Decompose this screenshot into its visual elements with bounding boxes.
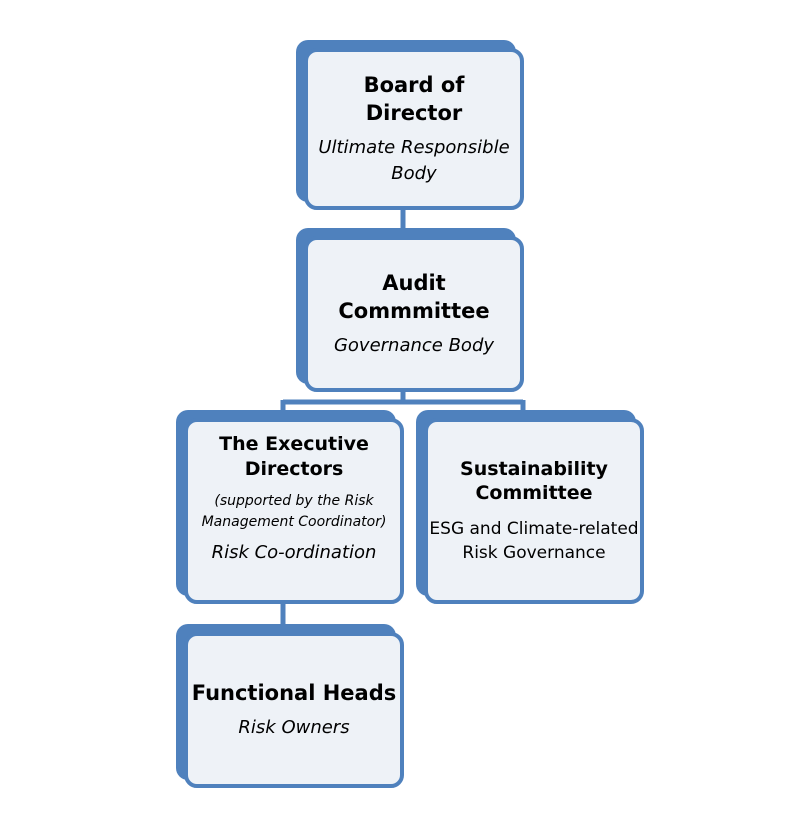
executive-directors-node: The Executive Directors (supported by th… <box>176 410 404 604</box>
node-subtitle: ESG and Climate-related Risk Governance <box>429 518 639 563</box>
node-title: Board of Director <box>363 72 465 125</box>
node-title: The Executive Directors <box>219 433 369 480</box>
board-of-director-node: Board of Director Ultimate Responsible B… <box>296 40 524 210</box>
node-card: Sustainability Committee ESG and Climate… <box>424 418 644 604</box>
node-subtitle: Risk Co-ordination <box>211 541 377 563</box>
node-title: Sustainability Committee <box>460 457 608 505</box>
node-note: (supported by the Risk Management Coordi… <box>201 493 387 530</box>
node-subtitle: Governance Body <box>333 335 495 357</box>
node-card: Functional Heads Risk Owners <box>184 632 404 788</box>
node-title: Functional Heads <box>191 680 397 705</box>
node-card: The Executive Directors (supported by th… <box>184 418 404 604</box>
sustainability-committee-node: Sustainability Committee ESG and Climate… <box>416 410 644 604</box>
node-card: Board of Director Ultimate Responsible B… <box>304 48 524 210</box>
node-subtitle: Risk Owners <box>238 717 350 739</box>
node-title: Audit Commmittee <box>338 270 490 323</box>
node-card: Audit Commmittee Governance Body <box>304 236 524 392</box>
audit-committee-node: Audit Commmittee Governance Body <box>296 228 524 392</box>
node-subtitle: Ultimate Responsible Body <box>318 137 510 185</box>
functional-heads-node: Functional Heads Risk Owners <box>176 624 404 788</box>
